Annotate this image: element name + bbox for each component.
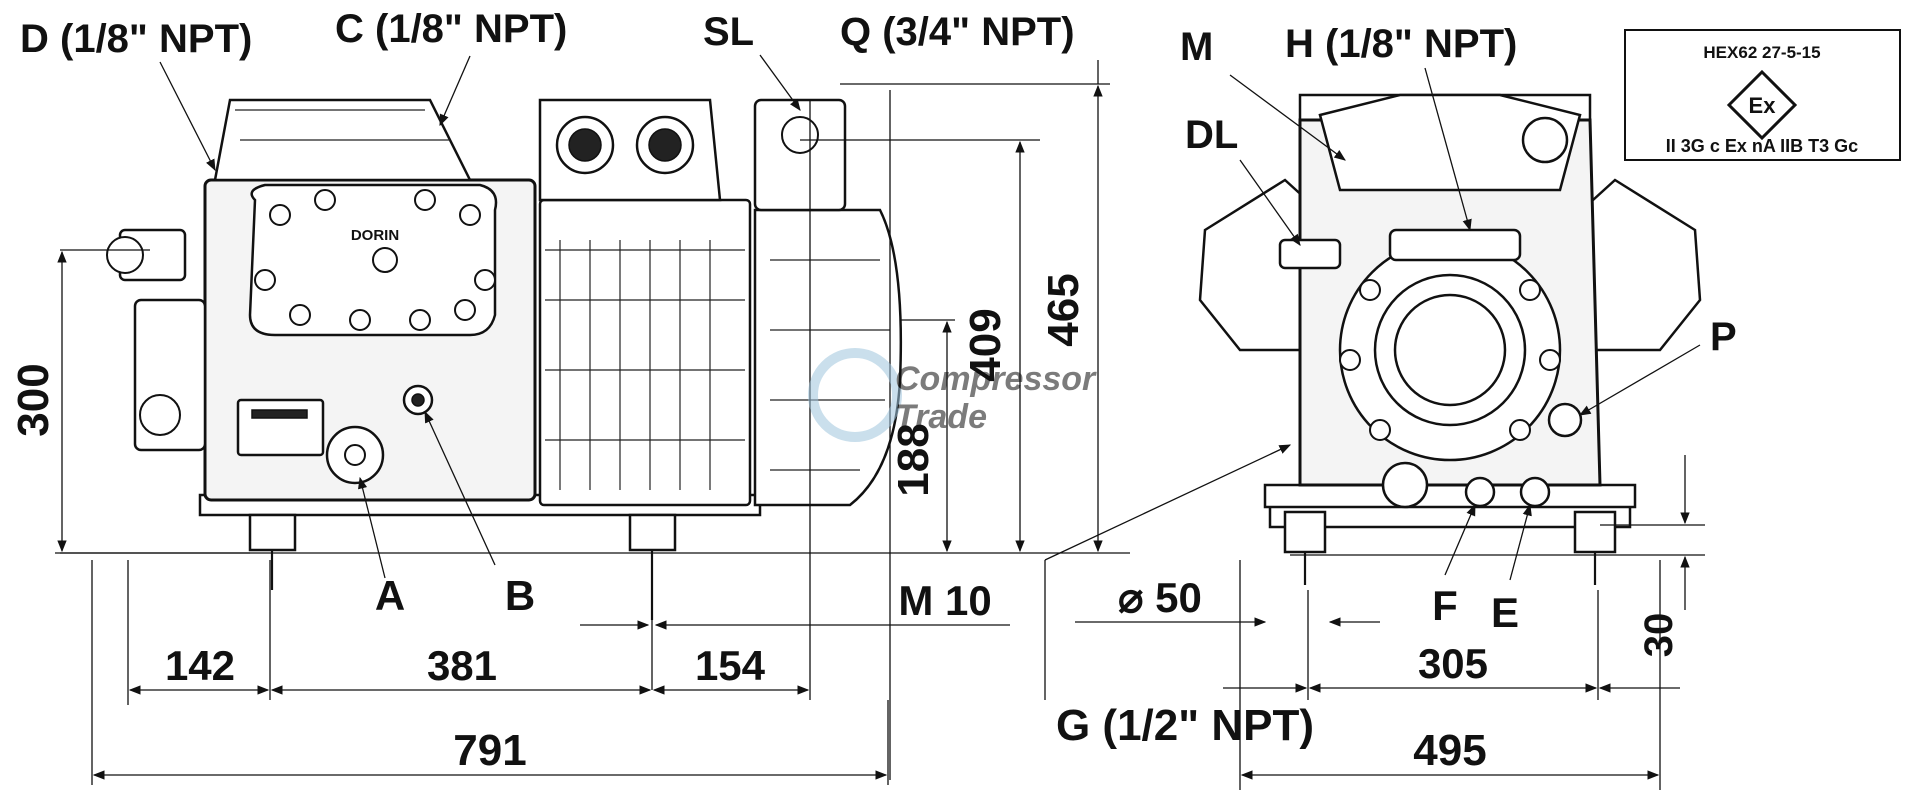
connection-p <box>1547 402 1583 438</box>
watermark: Compressor Trade <box>808 348 1097 442</box>
watermark-line2: Trade <box>895 398 987 436</box>
watermark-line1: Compressor <box>895 360 1097 398</box>
dim-30: 30 <box>1637 613 1681 658</box>
dim-381: 381 <box>427 642 497 689</box>
front-callouts: M H (1/8" NPT) DL P F E G (1/2" NPT) ⌀ 5… <box>1044 22 1737 750</box>
side-dimensions: 300 409 465 188 142 381 154 791 M 10 <box>9 83 1130 785</box>
cert-marking: II 3G c Ex nA IIB T3 Gc <box>1666 136 1858 156</box>
callout-a: A <box>375 572 405 619</box>
callout-d: D (1/8" NPT) <box>20 17 252 61</box>
callout-g: G (1/2" NPT) <box>1056 701 1314 750</box>
callout-b: B <box>505 572 535 619</box>
label-m10: M 10 <box>898 577 991 624</box>
callout-m: M <box>1180 25 1213 69</box>
callout-sl: SL <box>703 10 754 54</box>
connection-h-valve <box>1388 228 1522 262</box>
nameplate <box>236 398 325 457</box>
connection-f <box>1464 476 1496 508</box>
callout-q: Q (3/4" NPT) <box>840 10 1075 54</box>
callout-dl: DL <box>1185 113 1238 157</box>
cover-bolts <box>254 189 496 331</box>
front-view <box>1198 93 1702 585</box>
motor-fins <box>545 240 745 490</box>
callout-e: E <box>1491 589 1519 636</box>
callout-c: C (1/8" NPT) <box>335 7 567 51</box>
side-callouts: D (1/8" NPT) C (1/8" NPT) SL Q (3/4" NPT… <box>20 7 1099 619</box>
dim-305: 305 <box>1418 640 1488 687</box>
ex-mark: Ex <box>1749 93 1777 118</box>
foot-left <box>248 513 297 552</box>
connection-dl <box>1278 238 1342 270</box>
callout-h: H (1/8" NPT) <box>1285 22 1517 66</box>
dim-409: 409 <box>961 308 1010 381</box>
side-view: DORIN <box>106 98 903 620</box>
cert-code: HEX62 27-5-15 <box>1703 43 1820 62</box>
front-dimensions: 305 495 30 <box>1223 455 1705 790</box>
certification-box: HEX62 27-5-15 Ex II 3G c Ex nA IIB T3 Gc <box>1624 29 1901 161</box>
dim-465: 465 <box>1039 273 1088 346</box>
label-diameter: ⌀ 50 <box>1118 574 1202 621</box>
motor-housing <box>538 198 752 507</box>
dim-142: 142 <box>165 642 235 689</box>
callout-f: F <box>1432 582 1458 629</box>
connection-e <box>1519 476 1551 508</box>
front-foot-right <box>1573 510 1617 554</box>
front-head-top <box>1318 93 1582 192</box>
brand-label: DORIN <box>351 227 399 244</box>
front-foot-left <box>1283 510 1327 554</box>
dim-188: 188 <box>889 423 938 496</box>
dim-300: 300 <box>9 363 58 436</box>
dim-791: 791 <box>453 726 526 775</box>
callout-p: P <box>1710 315 1737 359</box>
dim-495: 495 <box>1413 726 1486 775</box>
dim-154: 154 <box>695 642 766 689</box>
ex-hexagon-icon <box>1726 69 1798 141</box>
foot-right <box>628 513 677 552</box>
